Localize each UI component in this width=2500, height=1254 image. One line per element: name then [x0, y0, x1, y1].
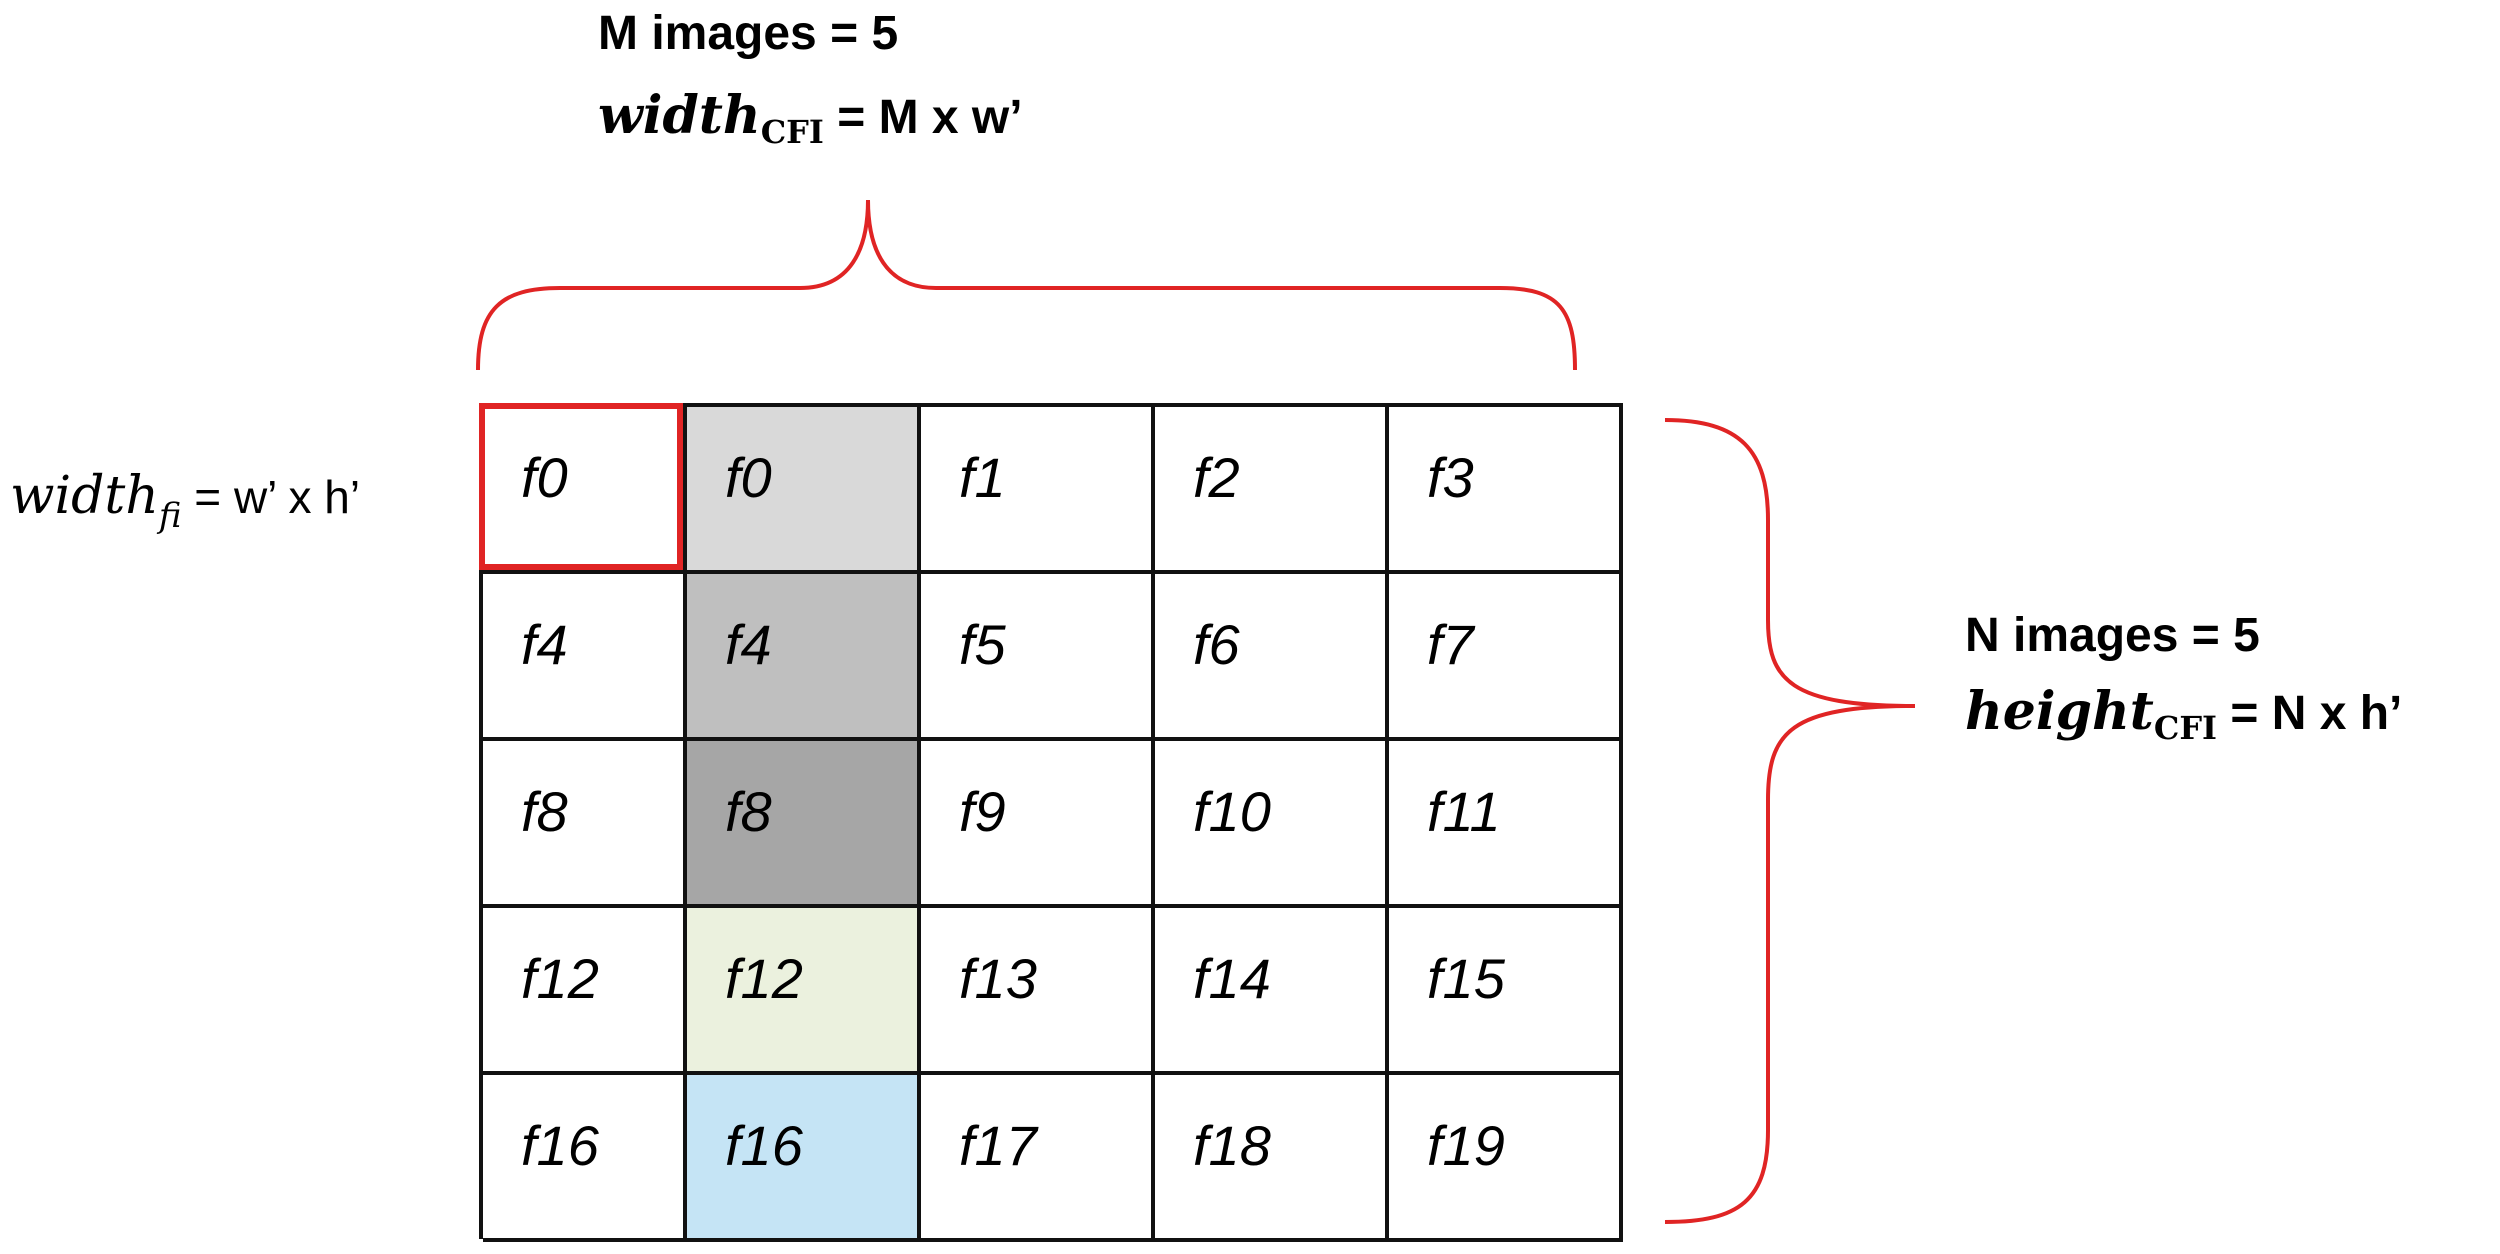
grid-cell: f2: [1155, 407, 1389, 574]
grid-cell: f18: [1155, 1075, 1389, 1242]
height-cfi-sub: CFI: [2153, 709, 2217, 747]
width-cfi-sub: CFI: [760, 113, 824, 151]
grid-cell: f19: [1389, 1075, 1623, 1242]
grid-cell: f0: [483, 407, 687, 574]
cell-label: f4: [725, 613, 772, 676]
top-brace: [476, 199, 1577, 371]
grid-cell: f10: [1155, 741, 1389, 908]
cell-label: f4: [521, 613, 568, 676]
cell-label: f0: [521, 446, 568, 509]
grid-cell: f1: [921, 407, 1155, 574]
top-label: M images = 5 widthCFI = M x w’: [598, 7, 1023, 151]
height-cfi-formula: heightCFI = N x h’: [1965, 686, 2403, 747]
grid-cell: f4: [483, 574, 687, 741]
cell-label: f2: [1193, 446, 1240, 509]
grid-cell: f8: [483, 741, 687, 908]
cell-label: f19: [1427, 1114, 1505, 1177]
height-cfi-var: height: [1965, 681, 2154, 742]
width-cfi-rest: = M x w’: [823, 91, 1023, 144]
cell-label: f16: [521, 1114, 599, 1177]
cell-label: f18: [1193, 1114, 1271, 1177]
n-images-label: N images = 5: [1965, 609, 2260, 662]
cell-label: f11: [1427, 780, 1501, 843]
grid-cell: f11: [1389, 741, 1623, 908]
height-cfi-rest: = N x h’: [2217, 687, 2403, 740]
width-cfi-formula: widthCFI = M x w’: [598, 90, 1023, 151]
cell-label: f13: [959, 947, 1037, 1010]
right-label: N images = 5 heightCFI = N x h’: [1965, 609, 2403, 747]
cell-label: f1: [959, 446, 1006, 509]
grid-cell: f0: [687, 407, 921, 574]
right-brace: [1664, 418, 1916, 1224]
cell-label: f3: [1427, 446, 1474, 509]
cell-label: f12: [725, 947, 803, 1010]
grid-cell: f6: [1155, 574, 1389, 741]
grid-cell: f16: [483, 1075, 687, 1242]
grid-cell: f4: [687, 574, 921, 741]
cell-label: f5: [959, 613, 1006, 676]
grid-cell: f17: [921, 1075, 1155, 1242]
cell-label: f17: [959, 1114, 1037, 1177]
frame-grid: f0 f0 f1 f2 f3 f4 f4 f5 f6 f7 f8 f8 f9 f10 f11 f12 f12 f1…: [479, 403, 1623, 1242]
cell-label: f9: [959, 780, 1006, 843]
grid-cell: f8: [687, 741, 921, 908]
cell-label: f16: [725, 1114, 803, 1177]
grid-cell: f16: [687, 1075, 921, 1242]
cell-label: f8: [725, 780, 772, 843]
width-fi-var: width: [10, 466, 159, 526]
left-label: widthfi = w’ x h’: [10, 470, 360, 533]
cell-label: f15: [1427, 947, 1505, 1010]
width-cfi-var: width: [598, 85, 761, 146]
grid-cell: f7: [1389, 574, 1623, 741]
grid-cell: f9: [921, 741, 1155, 908]
cell-label: f14: [1193, 947, 1271, 1010]
grid-cell: f12: [687, 908, 921, 1075]
cell-label: f0: [725, 446, 772, 509]
m-images-label: M images = 5: [598, 7, 899, 60]
grid-cell: f15: [1389, 908, 1623, 1075]
cell-label: f10: [1193, 780, 1271, 843]
grid-cell: f13: [921, 908, 1155, 1075]
cell-label: f6: [1193, 613, 1240, 676]
grid-cell: f12: [483, 908, 687, 1075]
grid-cell: f3: [1389, 407, 1623, 574]
grid-cell: f5: [921, 574, 1155, 741]
cell-label: f8: [521, 780, 568, 843]
width-fi-sub: fi: [158, 496, 182, 536]
cell-label: f12: [521, 947, 599, 1010]
grid-cell: f14: [1155, 908, 1389, 1075]
cell-label: f7: [1427, 613, 1474, 676]
width-fi-rest: = w’ x h’: [181, 471, 361, 523]
